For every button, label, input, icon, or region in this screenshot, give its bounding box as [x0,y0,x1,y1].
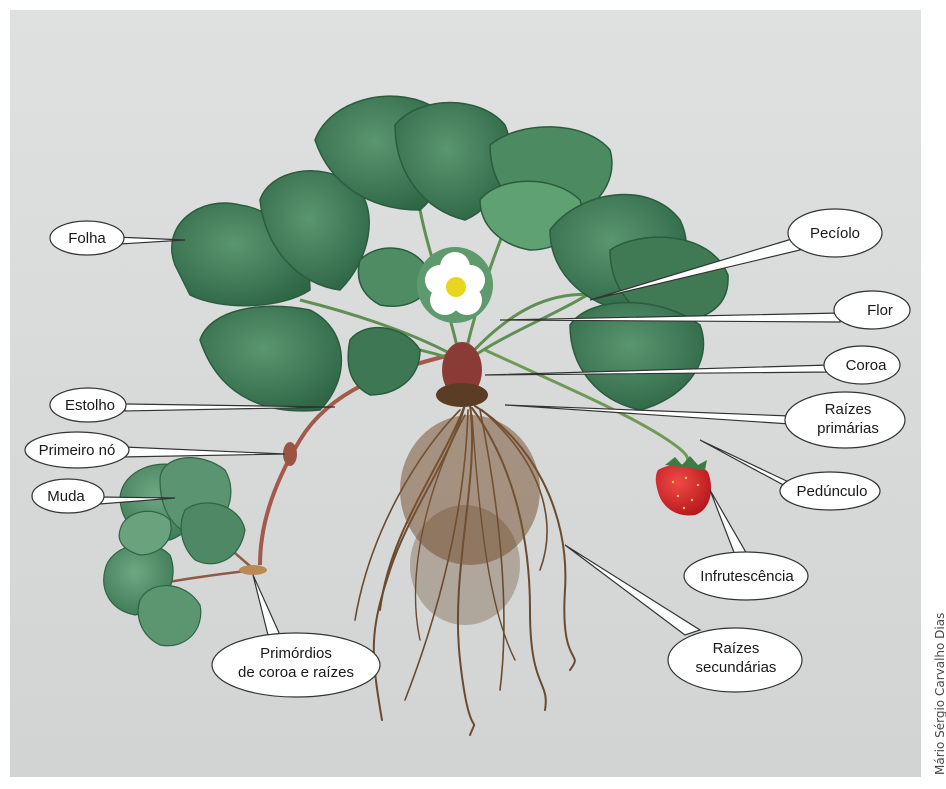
photo-credit: Mário Sérgio Carvalho Dias [933,613,946,775]
label-pedunculo: Pedúnculo [797,483,868,500]
label-primeiro-no: Primeiro nó [39,442,116,459]
label-estolho: Estolho [65,397,115,414]
first-node [283,442,297,466]
primordia [239,565,267,575]
label-primordios-line2: de coroa e raízes [238,664,354,681]
label-muda: Muda [47,488,85,505]
label-primordios-line1: Primórdios [260,645,332,662]
crown-base [436,383,488,407]
seedling [104,458,267,646]
label-folha: Folha [68,230,106,247]
strawberry-fruit [656,456,711,516]
label-raizes-secundarias-line1: Raízes [713,640,760,657]
label-peciolo: Pecíolo [810,225,860,242]
flower [417,247,493,323]
label-coroa: Coroa [846,357,888,374]
strawberry-plant-photo: Folha Pecíolo Flor Coroa Estolho Raízes … [10,10,921,777]
label-raizes-secundarias-line2: secundárias [696,659,777,676]
label-infrutescencia: Infrutescência [700,568,794,585]
plant-illustration: Folha Pecíolo Flor Coroa Estolho Raízes … [10,10,921,777]
label-flor: Flor [867,302,893,319]
label-raizes-primarias-line2: primárias [817,420,879,437]
label-raizes-primarias-line1: Raízes [825,401,872,418]
root-mass-lower [410,505,520,625]
